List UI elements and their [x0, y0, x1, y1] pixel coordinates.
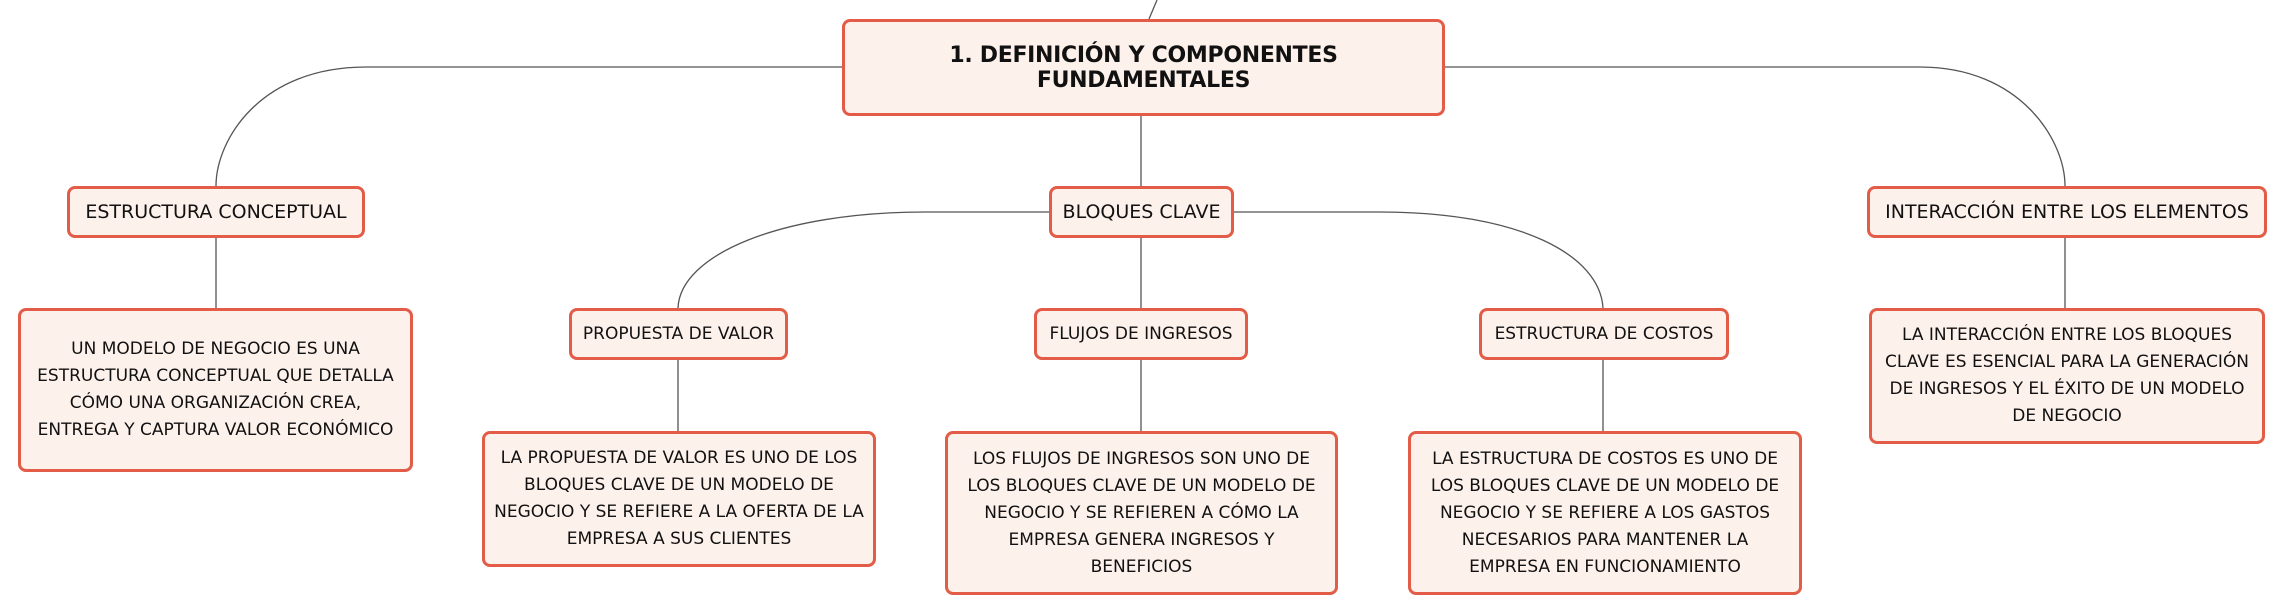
root-topic-label: 1. DEFINICIÓN Y COMPONENTES FUNDAMENTALE… — [949, 42, 1338, 93]
connector-root-estructura — [215, 66, 844, 187]
topic-bloques-clave-label: BLOQUES CLAVE — [1062, 201, 1221, 223]
detail-propuesta-de-valor[interactable]: LA PROPUESTA DE VALOR ES UNO DE LOS BLOQ… — [482, 431, 876, 567]
topic-interaccion[interactable]: INTERACCIÓN ENTRE LOS ELEMENTOS — [1867, 186, 2267, 238]
detail-estructura-de-costos[interactable]: LA ESTRUCTURA DE COSTOS ES UNO DE LOS BL… — [1408, 431, 1802, 595]
detail-estructura-conceptual-text: UN MODELO DE NEGOCIO ES UNA ESTRUCTURA C… — [37, 339, 394, 440]
detail-propuesta-de-valor-text: LA PROPUESTA DE VALOR ES UNO DE LOS BLOQ… — [494, 448, 864, 549]
topic-estructura-conceptual-label: ESTRUCTURA CONCEPTUAL — [85, 201, 347, 223]
detail-flujos-de-ingresos-text: LOS FLUJOS DE INGRESOS SON UNO DE LOS BL… — [967, 448, 1316, 577]
detail-flujos-de-ingresos[interactable]: LOS FLUJOS DE INGRESOS SON UNO DE LOS BL… — [945, 431, 1338, 595]
detail-estructura-conceptual[interactable]: UN MODELO DE NEGOCIO ES UNA ESTRUCTURA C… — [18, 308, 413, 472]
subtopic-estructura-de-costos-label: ESTRUCTURA DE COSTOS — [1494, 324, 1714, 344]
subtopic-flujos-de-ingresos-label: FLUJOS DE INGRESOS — [1049, 324, 1233, 344]
subtopic-estructura-de-costos[interactable]: ESTRUCTURA DE COSTOS — [1479, 308, 1729, 360]
detail-interaccion[interactable]: LA INTERACCIÓN ENTRE LOS BLOQUES CLAVE E… — [1869, 308, 2265, 444]
connector-bloques-propuesta — [677, 211, 1049, 309]
connector-root-interaccion — [1443, 66, 2066, 187]
connector-parent-root — [1148, 0, 1158, 20]
topic-estructura-conceptual[interactable]: ESTRUCTURA CONCEPTUAL — [67, 186, 365, 238]
connector-bloques-costos — [1233, 211, 1604, 309]
detail-interaccion-text: LA INTERACCIÓN ENTRE LOS BLOQUES CLAVE E… — [1884, 325, 2249, 426]
topic-interaccion-label: INTERACCIÓN ENTRE LOS ELEMENTOS — [1885, 201, 2249, 223]
subtopic-flujos-de-ingresos[interactable]: FLUJOS DE INGRESOS — [1034, 308, 1248, 360]
detail-estructura-de-costos-text: LA ESTRUCTURA DE COSTOS ES UNO DE LOS BL… — [1430, 448, 1780, 577]
subtopic-propuesta-de-valor-label: PROPUESTA DE VALOR — [582, 324, 775, 344]
subtopic-propuesta-de-valor[interactable]: PROPUESTA DE VALOR — [569, 308, 788, 360]
topic-bloques-clave[interactable]: BLOQUES CLAVE — [1049, 186, 1234, 238]
root-topic[interactable]: 1. DEFINICIÓN Y COMPONENTES FUNDAMENTALE… — [842, 19, 1445, 116]
